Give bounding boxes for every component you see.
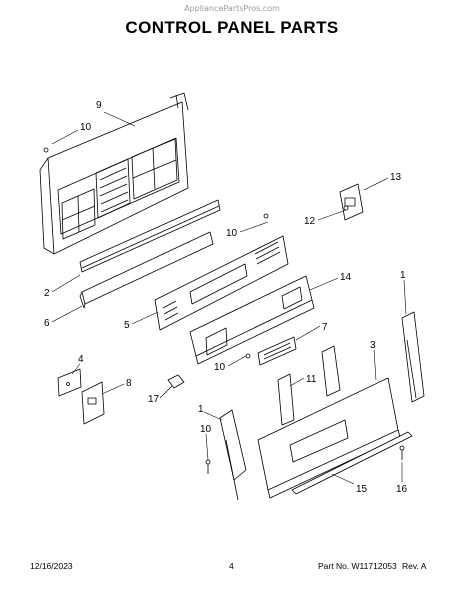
watermark: AppliancePartsPros.com (184, 4, 280, 13)
callout-12: 12 (304, 216, 316, 227)
board-part-8 (81, 381, 105, 425)
screws (205, 445, 405, 474)
footer-page: 4 (229, 561, 234, 571)
board-part-4 (57, 368, 82, 397)
page-title: CONTROL PANEL PARTS (125, 18, 339, 37)
callout-16: 16 (396, 484, 408, 495)
callout-7: 7 (322, 322, 328, 333)
callout-10: 10 (226, 228, 238, 239)
switch-assembly-part-13 (339, 183, 364, 221)
callout-1: 1 (400, 270, 406, 281)
bottom-bar-part-15 (291, 431, 413, 495)
callout-1: 1 (198, 404, 204, 415)
side-trim-part-1-left (219, 409, 247, 501)
rear-control-panel-part-9 (39, 92, 189, 255)
callout-5: 5 (124, 320, 130, 331)
callout-15: 15 (356, 484, 368, 495)
callout-17: 17 (148, 394, 160, 405)
callout-2: 2 (44, 288, 50, 299)
front-control-panel-part-3 (257, 377, 401, 499)
callout-6: 6 (44, 318, 50, 329)
callout-10: 10 (214, 362, 226, 373)
callout-11: 11 (306, 374, 317, 385)
callout-9: 9 (96, 100, 102, 111)
callout-13: 13 (390, 172, 402, 183)
footer-date: 12/16/2023 (30, 561, 73, 571)
footer-rev: Rev. A (402, 561, 427, 571)
vented-panel-part-5 (154, 213, 289, 331)
footer-part-no: Part No. W11712053 (318, 561, 397, 571)
control-bracket-part-14 (189, 275, 315, 365)
strip-part-2 (79, 199, 221, 273)
callout-8: 8 (126, 378, 132, 389)
callout-14: 14 (340, 272, 352, 283)
callout-labels: 9 10 13 12 10 14 2 6 5 7 10 1 3 4 8 17 1… (44, 100, 408, 495)
callout-3: 3 (370, 340, 376, 351)
callout-4: 4 (78, 354, 84, 365)
bracket-part-11 (277, 345, 341, 426)
clip-part-17 (167, 374, 185, 389)
callout-10: 10 (80, 122, 92, 133)
leader-lines (51, 111, 407, 485)
control-board-part-7 (245, 336, 297, 366)
channel-part-6 (79, 231, 214, 309)
callout-10: 10 (200, 424, 212, 435)
side-trim-part-1-right (401, 311, 425, 403)
